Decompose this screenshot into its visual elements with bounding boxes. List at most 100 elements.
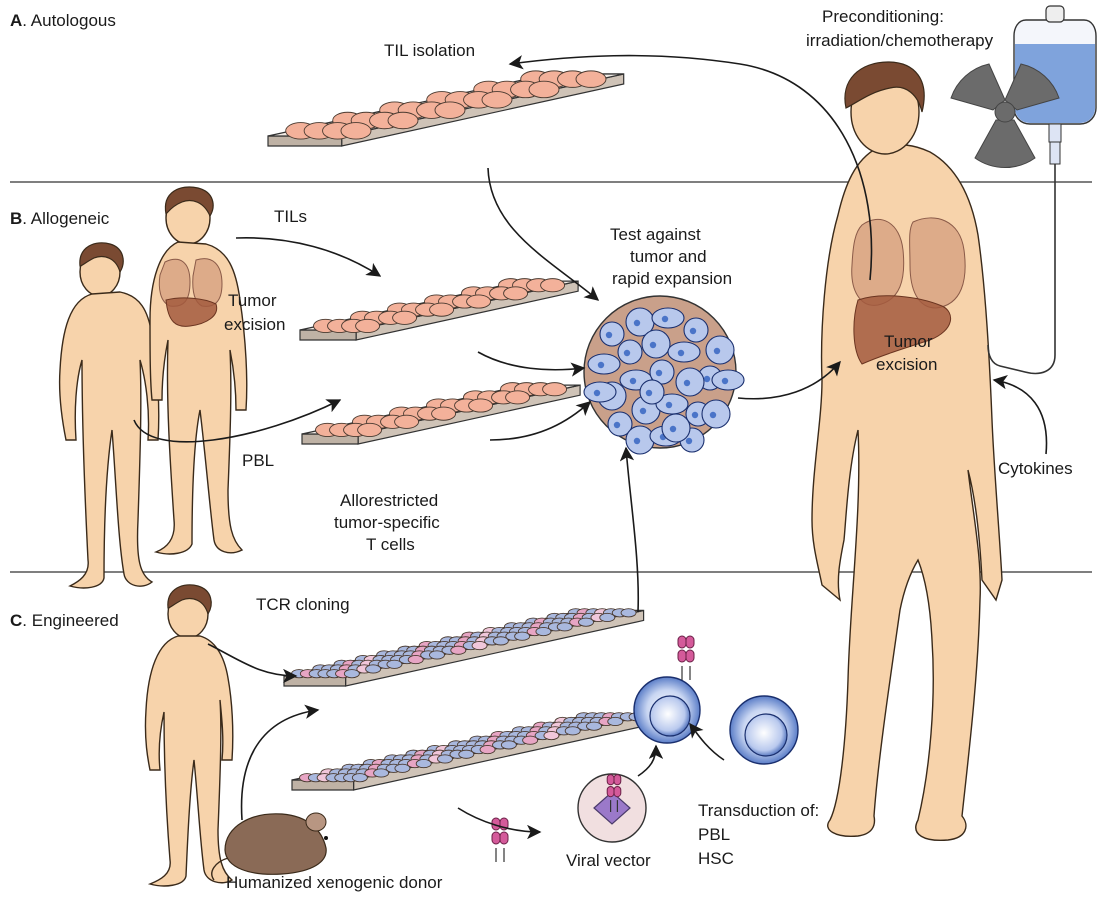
target-cell [730, 696, 798, 764]
well [541, 279, 565, 292]
well [451, 646, 466, 654]
section-c-title: C. Engineered [10, 611, 119, 630]
well [600, 613, 615, 621]
transduction-hsc: HSC [698, 849, 734, 868]
well [467, 295, 491, 308]
well [565, 727, 580, 735]
patient-figure: Tumor excision [812, 62, 1002, 840]
arrow-mouse-to-plate [242, 710, 318, 820]
t-cell-nucleus [630, 378, 636, 384]
t-cell-nucleus [670, 426, 676, 432]
well [501, 741, 516, 749]
well [493, 637, 508, 645]
t-cell-nucleus [692, 412, 698, 418]
well [544, 731, 559, 739]
arrow-tils [236, 238, 380, 276]
well [529, 81, 559, 98]
well [429, 651, 444, 659]
well [608, 717, 623, 725]
well [341, 123, 371, 140]
t-cell-nucleus [614, 422, 620, 428]
mouse [212, 813, 328, 880]
t-cell-nucleus [598, 362, 604, 368]
well [459, 750, 474, 758]
tcr-domain [686, 636, 694, 648]
allorestricted-line3: T cells [366, 535, 415, 554]
well [504, 287, 528, 300]
well [472, 641, 487, 649]
well [557, 623, 572, 631]
til-plate [268, 71, 624, 146]
well [430, 303, 454, 316]
tcr-domain [614, 775, 621, 785]
tcr-domain [492, 832, 500, 844]
transduction-pbl: PBL [698, 825, 730, 844]
well [435, 102, 465, 119]
tcr-domain [500, 832, 508, 844]
tcr-receptor-on-cell [678, 636, 694, 680]
t-cell-nucleus [662, 316, 668, 322]
tcr-domain [678, 636, 686, 648]
arrow-vector-to-cell [638, 746, 656, 776]
t-cell-nucleus [722, 378, 728, 384]
t-cell-nucleus [624, 350, 630, 356]
t-cell-nucleus [646, 390, 652, 396]
section-a-title: A. Autologous [10, 11, 116, 30]
well [356, 319, 380, 332]
well [388, 112, 418, 128]
donor-figure-c [145, 585, 232, 886]
well [621, 609, 636, 617]
tils-label: TILs [274, 207, 307, 226]
well [416, 759, 431, 767]
transduced-cell [634, 677, 700, 743]
test-label-line1: Test against [610, 225, 701, 244]
well [393, 311, 417, 324]
expansion-cell-cluster [584, 296, 744, 454]
arrow-cell-to-expansion [626, 448, 638, 612]
tumor-excision-b-line2: excision [224, 315, 285, 334]
well [515, 632, 530, 640]
t-cell-nucleus [678, 350, 684, 356]
donor-figure-right [150, 187, 247, 554]
allorestricted-line2: tumor-specific [334, 513, 440, 532]
t-cell-nucleus [704, 376, 710, 382]
t-cell-nucleus [650, 342, 656, 348]
viral-vector-label: Viral vector [566, 851, 651, 870]
tcr-cloning-label: TCR cloning [256, 595, 350, 614]
well [395, 415, 419, 428]
test-label-line3: rapid expansion [612, 269, 732, 288]
t-cell-nucleus [634, 320, 640, 326]
arrow-transduction [690, 724, 724, 760]
pbl-plate [302, 383, 580, 444]
well [344, 670, 359, 678]
well [374, 769, 389, 777]
donor-figure-left [60, 243, 159, 588]
tcr-domain [607, 775, 614, 785]
well [480, 745, 495, 753]
well [523, 736, 538, 744]
t-cell-nucleus [684, 380, 690, 386]
well [469, 399, 493, 412]
well [387, 660, 402, 668]
t-cell-nucleus [606, 332, 612, 338]
transduction-label: Transduction of: [698, 801, 819, 820]
tcr-domain [686, 650, 694, 662]
tcr-domain [607, 787, 614, 797]
t-cell-nucleus [686, 438, 692, 444]
well [576, 71, 606, 88]
pbl-label-b: PBL [242, 451, 274, 470]
tumor-excision-a-line1: Tumor [884, 332, 933, 351]
test-label-line2: tumor and [630, 247, 707, 266]
t-cell-nucleus [666, 402, 672, 408]
well [408, 655, 423, 663]
tcr-domain [678, 650, 686, 662]
well [437, 755, 452, 763]
well [543, 383, 567, 396]
t-cell-nucleus [710, 412, 716, 418]
well [366, 665, 381, 673]
tcr-domain [614, 787, 621, 797]
preconditioning-label-line2: irradiation/chemotherapy [806, 31, 994, 50]
well [482, 92, 512, 109]
tumor-excision-a-line2: excision [876, 355, 937, 374]
iv-bag [988, 6, 1096, 373]
